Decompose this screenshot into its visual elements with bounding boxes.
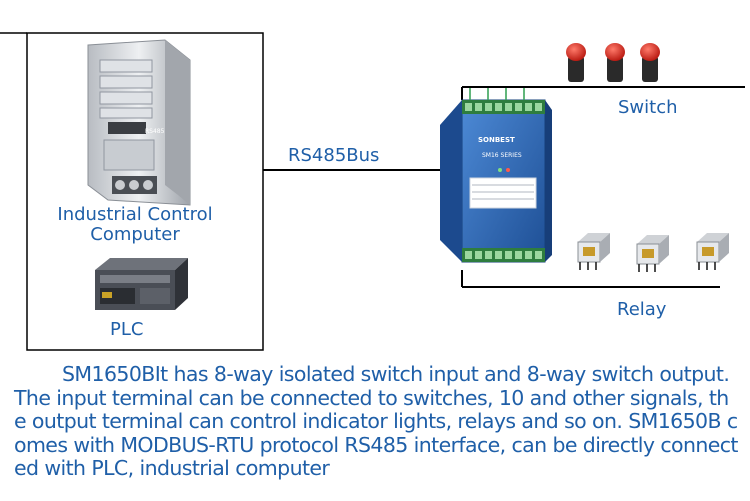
module-brand: SONBEST <box>478 136 515 144</box>
description-text: SM1650BIt has 8-way isolated switch inpu… <box>14 362 738 480</box>
rs485-bus-label: RS485Bus <box>288 145 380 166</box>
pc-tag: RS485 <box>145 128 165 135</box>
module-series: SM16 SERIES <box>482 152 522 159</box>
io-module-icon: SONBEST SM16 SERIES <box>440 99 552 263</box>
plc-label: PLC <box>110 319 144 340</box>
svg-text:RS485: RS485 <box>145 128 165 135</box>
relay-icon <box>577 233 729 272</box>
equipment-frame <box>26 32 264 351</box>
computer-tower-icon <box>87 39 191 206</box>
pc-label: Industrial Control Computer <box>57 204 213 245</box>
switch-label: Switch <box>618 97 678 118</box>
relay-label: Relay <box>617 299 667 320</box>
plc-icon <box>95 258 188 310</box>
switch-icon <box>566 43 660 82</box>
